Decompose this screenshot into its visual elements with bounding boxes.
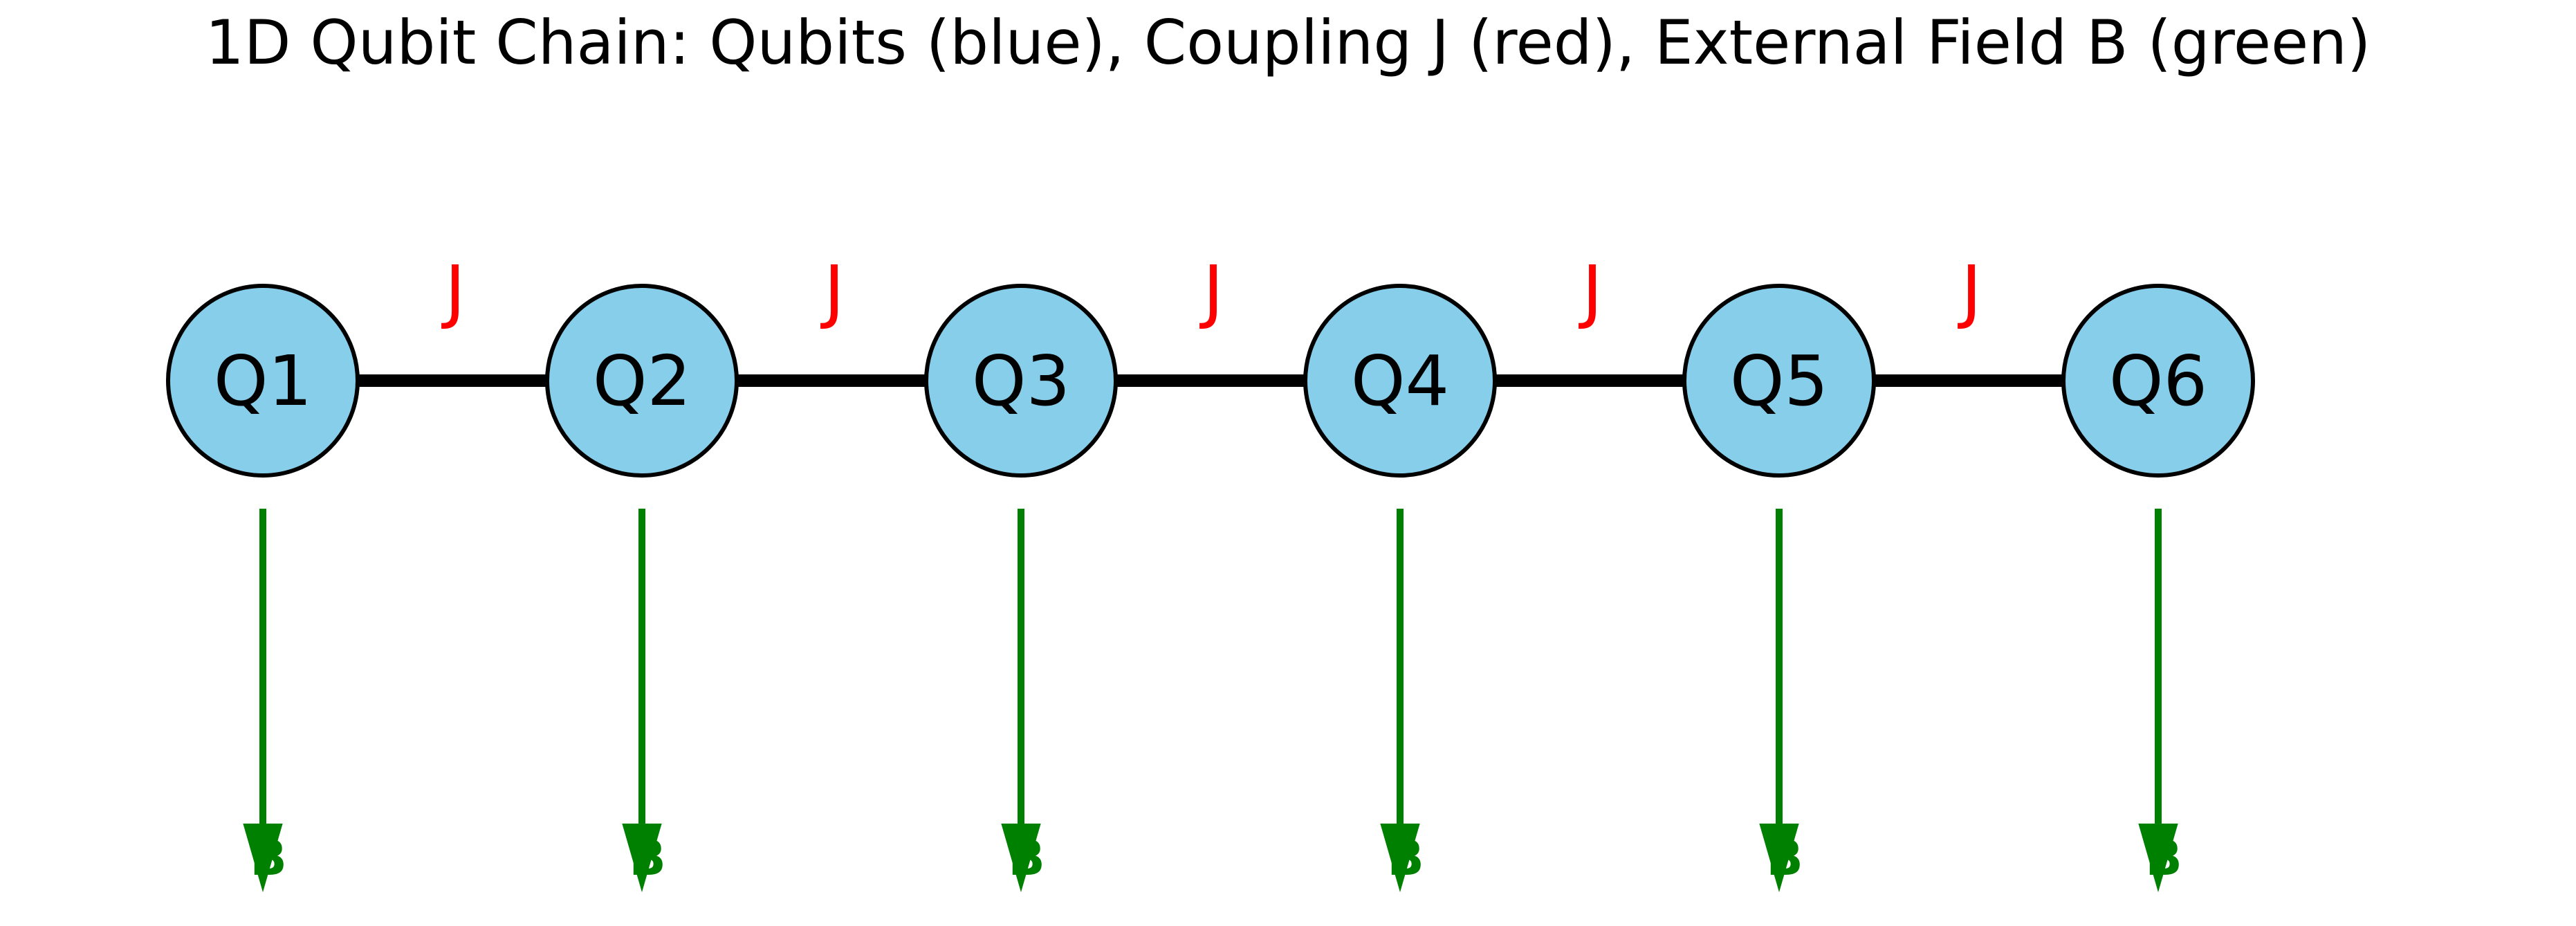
qubit-node: Q3 (924, 284, 1118, 478)
field-arrow: B (622, 509, 666, 893)
field-arrowhead (1001, 824, 1041, 893)
field-arrow: B (243, 509, 287, 893)
field-arrow: B (1001, 509, 1045, 893)
field-arrow: B (1380, 509, 1424, 893)
coupling-label: J (441, 251, 466, 332)
qubit-node: Q4 (1303, 284, 1497, 478)
qubit-nodes: Q1 Q2 Q3 Q4 Q5 Q6 (166, 284, 2255, 478)
field-arrowhead (2138, 824, 2178, 893)
qubit-node: Q2 (545, 284, 739, 478)
field-arrowhead (1759, 824, 1799, 893)
qubit-node: Q6 (2061, 284, 2255, 478)
field-label: B (1387, 830, 1424, 887)
field-arrow: B (2138, 509, 2182, 893)
qubit-circle (1682, 284, 1876, 478)
field-arrow: B (1759, 509, 1803, 893)
field-label: B (1766, 830, 1803, 887)
diagram-title: 1D Qubit Chain: Qubits (blue), Coupling … (205, 7, 2371, 78)
field-label: B (2145, 830, 2182, 887)
qubit-label: Q2 (593, 341, 691, 421)
qubit-label: Q6 (2109, 341, 2207, 421)
qubit-label: Q3 (972, 341, 1070, 421)
qubit-circle (1303, 284, 1497, 478)
qubit-circle (545, 284, 739, 478)
field-label: B (1008, 830, 1045, 887)
field-arrowhead (622, 824, 662, 893)
field-arrowhead (1380, 824, 1420, 893)
coupling-label: J (1199, 251, 1224, 332)
field-label: B (250, 830, 286, 887)
field-arrowhead (243, 824, 283, 893)
qubit-node: Q5 (1682, 284, 1876, 478)
qubit-label: Q4 (1351, 341, 1449, 421)
qubit-node: Q1 (166, 284, 360, 478)
qubit-circle (2061, 284, 2255, 478)
qubit-label: Q5 (1730, 341, 1828, 421)
coupling-label: J (820, 251, 845, 332)
field-label: B (629, 830, 665, 887)
coupling-label: J (1957, 251, 1982, 332)
qubit-circle (924, 284, 1118, 478)
qubit-circle (166, 284, 360, 478)
coupling-label: J (1578, 251, 1603, 332)
qubit-label: Q1 (214, 341, 312, 421)
